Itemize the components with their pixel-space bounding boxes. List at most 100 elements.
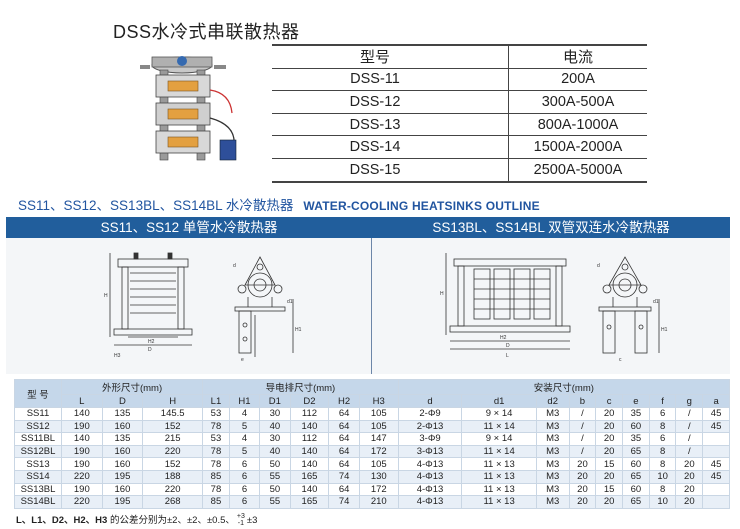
spec-value-cell: 11 × 13 [461, 469, 537, 484]
spec-value-cell: 105 [358, 407, 399, 421]
spec-value-cell: 10 [648, 495, 677, 509]
spec-header-model: 型 号 [14, 379, 62, 408]
spec-value-cell: 78 [202, 419, 230, 434]
spec-value-cell: 8 [648, 444, 677, 459]
spec-value-cell: 55 [259, 469, 291, 484]
col-header: c [595, 394, 624, 408]
spec-value-cell: 130 [358, 469, 399, 484]
spec-value-cell: 160 [101, 457, 144, 471]
spec-value-cell: 140 [61, 407, 103, 421]
spec-value-cell: 20 [675, 495, 704, 509]
spec-value-cell: 140 [61, 432, 103, 446]
col-header: H3 [358, 394, 399, 408]
spec-value-cell: 4 [228, 407, 261, 421]
spec-value-cell: / [568, 444, 597, 459]
single-tube-side-drawing: d d1 H1 e [233, 256, 302, 363]
label-H3: H3 [114, 353, 121, 359]
spec-value-cell: 4 [228, 432, 261, 446]
section-subtitle: SS11、SS12、SS13BL、SS14BL 水冷散热器 WATER-COOLI… [18, 194, 540, 214]
spec-value-cell: 78 [202, 457, 230, 471]
spec-value-cell: 6 [228, 469, 261, 484]
model-current-table: 型号 电流 DSS-11 200A DSS-12 300A-500A DSS-1… [272, 43, 647, 183]
spec-value-cell: 35 [622, 407, 650, 421]
spec-value-cell: 85 [202, 495, 230, 509]
subtitle-en: WATER-COOLING HEATSINKS OUTLINE [303, 199, 540, 213]
spec-value-cell: 2-Φ9 [397, 407, 463, 421]
spec-value-cell: M3 [535, 482, 570, 497]
spec-value-cell: 220 [142, 482, 204, 497]
spec-value-cell: 6 [228, 482, 261, 497]
label-H-right: H [440, 291, 444, 297]
label-d1: d1 [287, 299, 293, 305]
tolerance-sub: -1 [237, 520, 244, 528]
spec-value-cell: 190 [61, 444, 103, 459]
current-cell: 800A-1000A [508, 113, 647, 137]
col-header: L [61, 394, 103, 408]
tolerance-tail: ±3 [246, 515, 258, 526]
spec-value-cell: 64 [328, 419, 360, 434]
spec-value-cell: 11 × 13 [461, 457, 537, 471]
spec-value-cell: M3 [535, 444, 570, 459]
spec-value-cell: 165 [289, 469, 330, 484]
spec-value-cell: 215 [142, 432, 204, 446]
spec-value-cell: 152 [142, 419, 204, 434]
spec-value-cell: 2-Φ13 [397, 419, 463, 434]
spec-value-cell: 220 [142, 444, 204, 459]
col-header: f [648, 394, 677, 408]
spec-value-cell: 35 [622, 432, 650, 446]
model-header: 型号 [272, 43, 509, 69]
spec-value-cell: 190 [61, 457, 103, 471]
spec-value-cell: 53 [202, 407, 230, 421]
band-double-tube: SS13BL、SS14BL 双管双连水冷散热器 [372, 217, 730, 238]
spec-value-cell: 20 [595, 419, 624, 434]
col-header: D1 [259, 394, 291, 408]
spec-value-cell: / [675, 407, 704, 421]
col-header: b [568, 394, 597, 408]
spec-value-cell: 15 [595, 482, 624, 497]
label-c-right: c [619, 357, 622, 363]
spec-value-cell: M3 [535, 419, 570, 434]
drawing-divider [371, 238, 372, 374]
spec-value-cell: 11 × 14 [461, 444, 537, 459]
model-table-header: 型号 电流 [272, 43, 647, 69]
spec-group-header-row: 型 号 外形尺寸(mm) 导电排尺寸(mm) 安装尺寸(mm) [14, 379, 731, 408]
spec-value-cell: 6 [228, 457, 261, 471]
col-header: a [702, 394, 730, 408]
spec-value-cell: 65 [622, 495, 650, 509]
table-row: DSS-14 1500A-2000A [272, 135, 647, 159]
single-tube-front-drawing: H H2 D H3 [104, 252, 193, 359]
spec-value-cell: 15 [595, 457, 624, 471]
spec-header-conductor: 导电排尺寸(mm) [202, 379, 399, 395]
current-cell: 2500A-5000A [508, 158, 647, 183]
subtitle-cn: SS11、SS12、SS13BL、SS14BL 水冷散热器 [18, 198, 294, 213]
spec-value-cell: 45 [702, 419, 730, 434]
spec-value-cell: 195 [101, 495, 144, 509]
spec-value-cell: 140 [289, 444, 330, 459]
spec-value-cell [702, 432, 730, 446]
spec-value-cell: 50 [259, 482, 291, 497]
col-header: d [397, 394, 463, 408]
spec-value-cell: 8 [648, 457, 677, 471]
table-row: DSS-13 800A-1000A [272, 113, 647, 137]
spec-value-cell: 53 [202, 432, 230, 446]
double-tube-front-drawing: H H2 D L [440, 253, 571, 359]
spec-value-cell: 40 [259, 444, 291, 459]
spec-value-cell: 20 [595, 444, 624, 459]
current-cell: 300A-500A [508, 90, 647, 114]
current-cell: 1500A-2000A [508, 135, 647, 159]
spec-value-cell: 6 [648, 432, 677, 446]
spec-value-cell: 11 × 14 [461, 419, 537, 434]
spec-value-cell: 60 [622, 482, 650, 497]
spec-value-cell: M3 [535, 457, 570, 471]
label-H: H [104, 293, 108, 299]
spec-value-cell: 147 [358, 432, 399, 446]
model-cell: DSS-13 [272, 113, 509, 137]
spec-value-cell: 160 [101, 419, 144, 434]
spec-value-cell: 145.5 [142, 407, 204, 421]
spec-value-cell: 40 [259, 419, 291, 434]
spec-value-cell: 74 [328, 495, 360, 509]
spec-value-cell: 45 [702, 457, 730, 471]
spec-value-cell: 10 [648, 469, 677, 484]
